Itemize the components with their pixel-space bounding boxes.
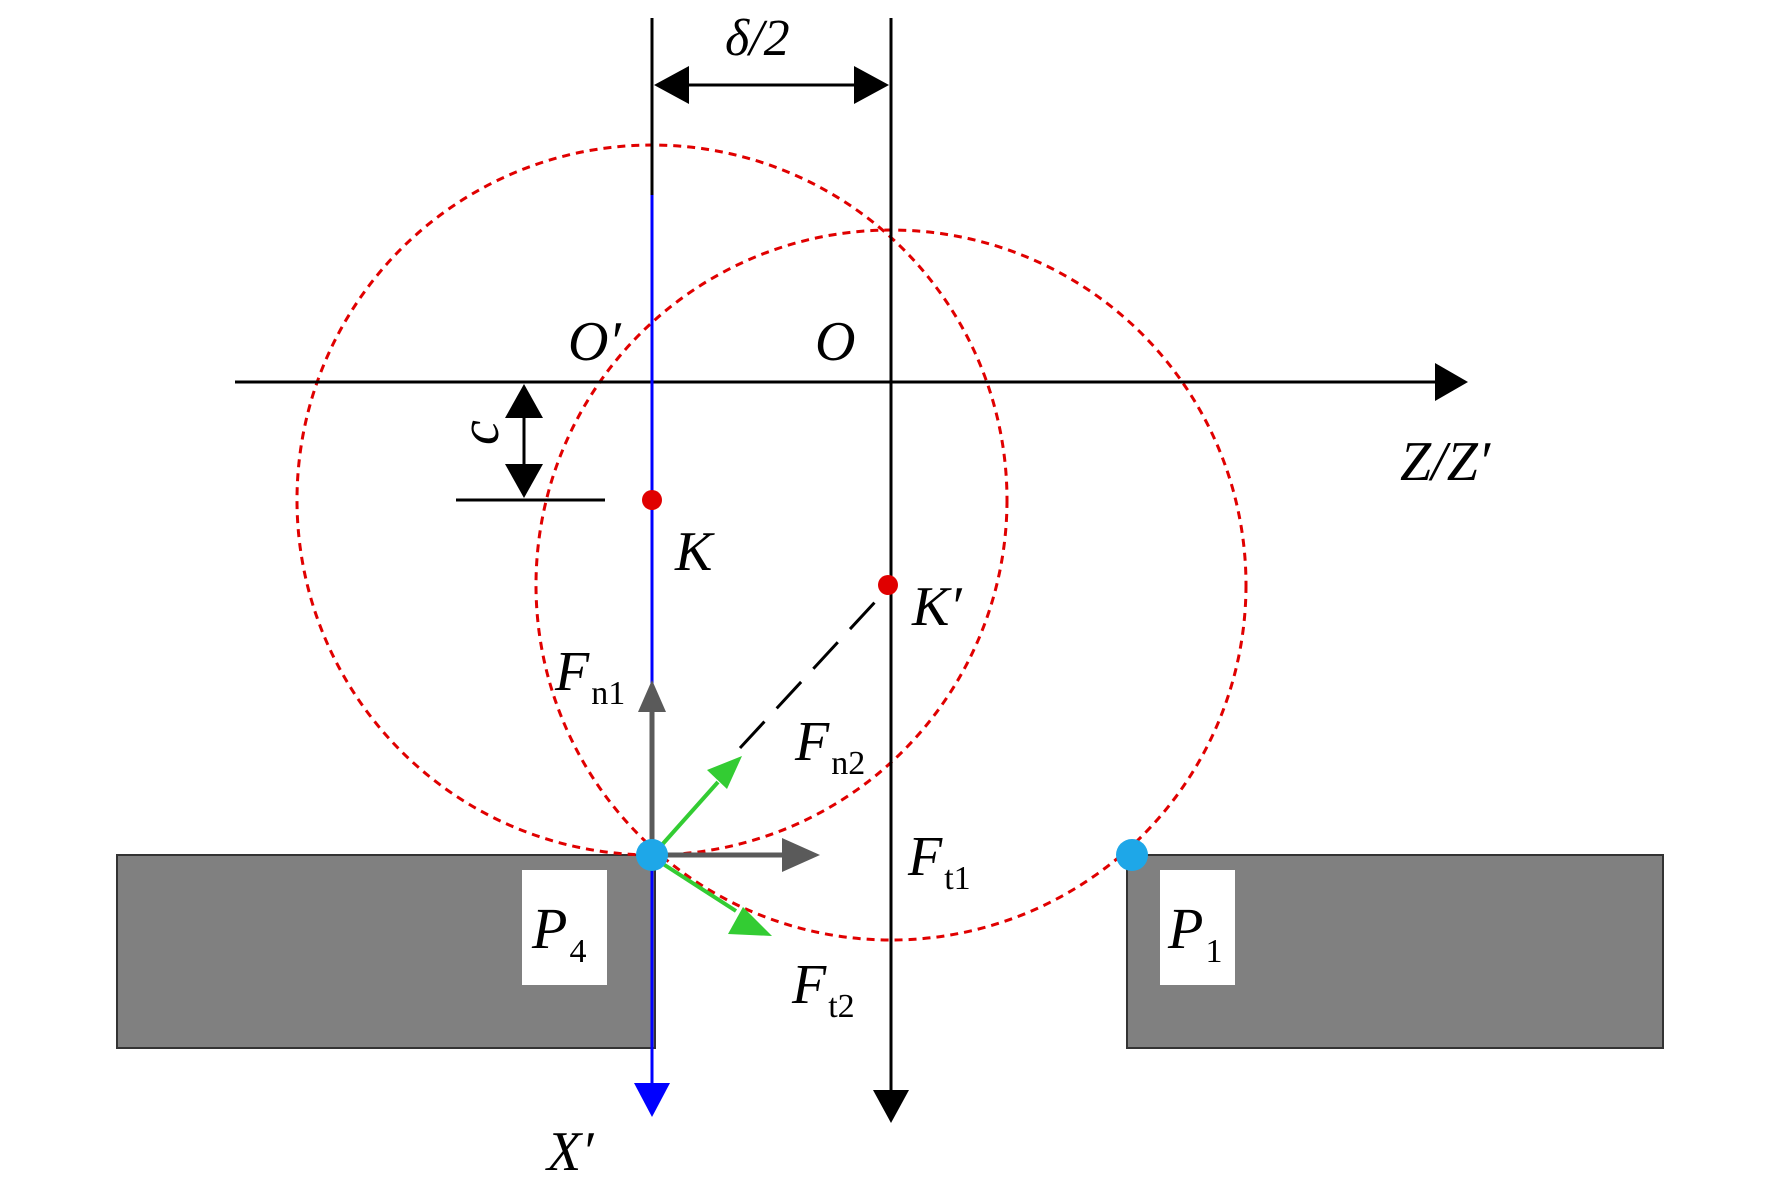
point-k bbox=[642, 490, 662, 510]
x-prime-axis-arrowhead bbox=[634, 1083, 670, 1117]
z-axis-arrowhead bbox=[1435, 363, 1468, 401]
force-fn1-arrowhead bbox=[638, 680, 666, 712]
ft2-label: Ft2 bbox=[791, 954, 855, 1025]
fn2-label: Fn2 bbox=[794, 711, 865, 782]
contact-point-p4 bbox=[636, 839, 668, 871]
point-k-prime bbox=[878, 575, 898, 595]
p4-label: P4 bbox=[531, 896, 586, 970]
ft1-label: Ft1 bbox=[907, 826, 971, 897]
delta-arrow-left bbox=[654, 66, 689, 104]
fn1-label: Fn1 bbox=[554, 641, 625, 712]
force-ft2-arrow bbox=[658, 860, 738, 913]
c-label: c bbox=[449, 420, 511, 445]
k-prime-label: K′ bbox=[911, 576, 962, 638]
p4-kprime-dashed-line bbox=[738, 586, 890, 750]
right-vertical-arrowhead bbox=[873, 1090, 909, 1123]
p1-label: P1 bbox=[1167, 896, 1222, 970]
delta-half-label: δ/2 bbox=[725, 10, 790, 67]
z-axis-label: Z/Z′ bbox=[1400, 431, 1491, 493]
contact-point-p1 bbox=[1116, 839, 1148, 871]
delta-arrow-right bbox=[854, 66, 889, 104]
x-prime-label: X′ bbox=[545, 1121, 594, 1183]
o-label: O bbox=[815, 311, 855, 373]
k-label: K bbox=[674, 521, 715, 583]
force-fn2-arrowhead bbox=[707, 756, 742, 789]
c-arrow-top bbox=[505, 384, 543, 418]
p4-label-box bbox=[522, 870, 607, 985]
o-prime-label: O′ bbox=[568, 311, 621, 373]
c-arrow-bottom bbox=[505, 464, 543, 498]
force-ft2-arrowhead bbox=[728, 907, 772, 936]
force-fn2-arrow bbox=[658, 780, 720, 849]
force-ft1-arrowhead bbox=[782, 838, 820, 872]
p1-label-box bbox=[1160, 870, 1235, 985]
